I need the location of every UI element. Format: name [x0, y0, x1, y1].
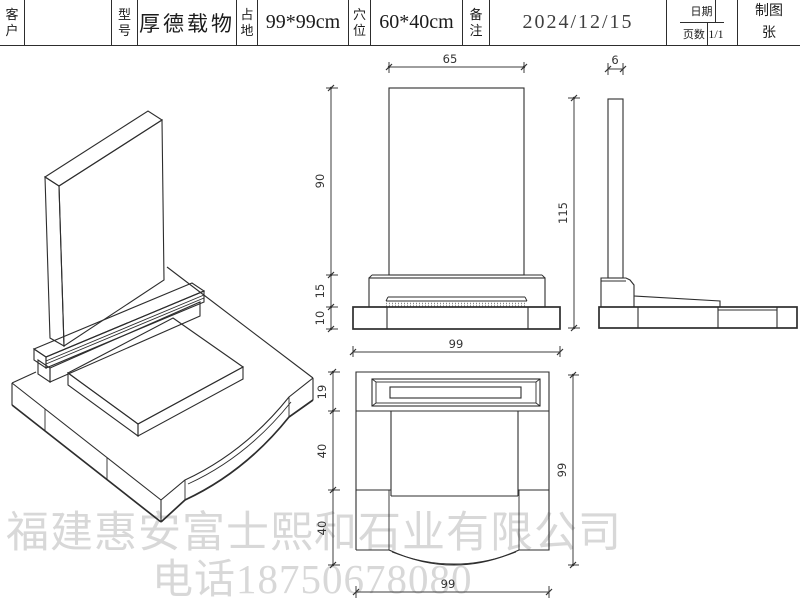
dim-total-height: 115 — [556, 202, 570, 224]
dim-middle-depth: 40 — [315, 444, 329, 459]
dim-pedestal-height: 15 — [313, 284, 327, 299]
pages-value: 1/1 — [708, 26, 724, 41]
pages-label: 页数 — [680, 23, 709, 45]
dim-plan-width: 99 — [441, 577, 456, 591]
isometric-view — [11, 110, 314, 523]
dim-tablet-height: 90 — [313, 174, 327, 189]
plan-view: 19 40 40 99 99 — [315, 368, 579, 598]
footprint-value: 99*99cm — [258, 0, 349, 45]
model-label: 型号 — [112, 0, 138, 45]
dim-plan-depth: 99 — [555, 463, 569, 478]
date-row: 日期 — [688, 0, 716, 22]
remark-label: 备注 — [463, 0, 490, 45]
dim-front-depth: 40 — [315, 521, 329, 536]
drafter-label: 制图 — [755, 3, 783, 19]
dim-tablet-thickness: 6 — [611, 53, 618, 67]
dim-tablet-width: 65 — [443, 52, 458, 66]
watermark-phone: 电话18750678080 — [152, 556, 473, 602]
watermark-company: 福建惠安富士熙和石业有限公司 — [6, 510, 622, 557]
footprint-label: 占地 — [237, 0, 258, 45]
remark-value: 2024/12/15 — [490, 0, 667, 45]
cavity-label: 穴位 — [349, 0, 371, 45]
pages-row: 页数 1/1 — [680, 22, 724, 45]
date-label: 日期 — [688, 0, 716, 22]
customer-label: 客户 — [0, 0, 25, 45]
cavity-value: 60*40cm — [371, 0, 463, 45]
dim-base-height: 10 — [313, 311, 327, 326]
date-pages-subtable: 日期 页数 1/1 — [667, 0, 738, 45]
dim-base-width: 99 — [449, 337, 464, 351]
title-block: 客户 型号 厚德载物 占地 99*99cm 穴位 60*40cm 备注 2024… — [0, 0, 800, 46]
customer-field — [25, 0, 112, 45]
side-elevation: 6 115 — [556, 53, 798, 332]
dim-back-depth: 19 — [315, 385, 329, 400]
front-elevation: 65 90 15 10 99 — [313, 52, 564, 357]
drafter-cell: 制图 张 — [738, 0, 800, 45]
model-value: 厚德载物 — [138, 0, 237, 45]
drafter-value: 张 — [762, 25, 776, 41]
